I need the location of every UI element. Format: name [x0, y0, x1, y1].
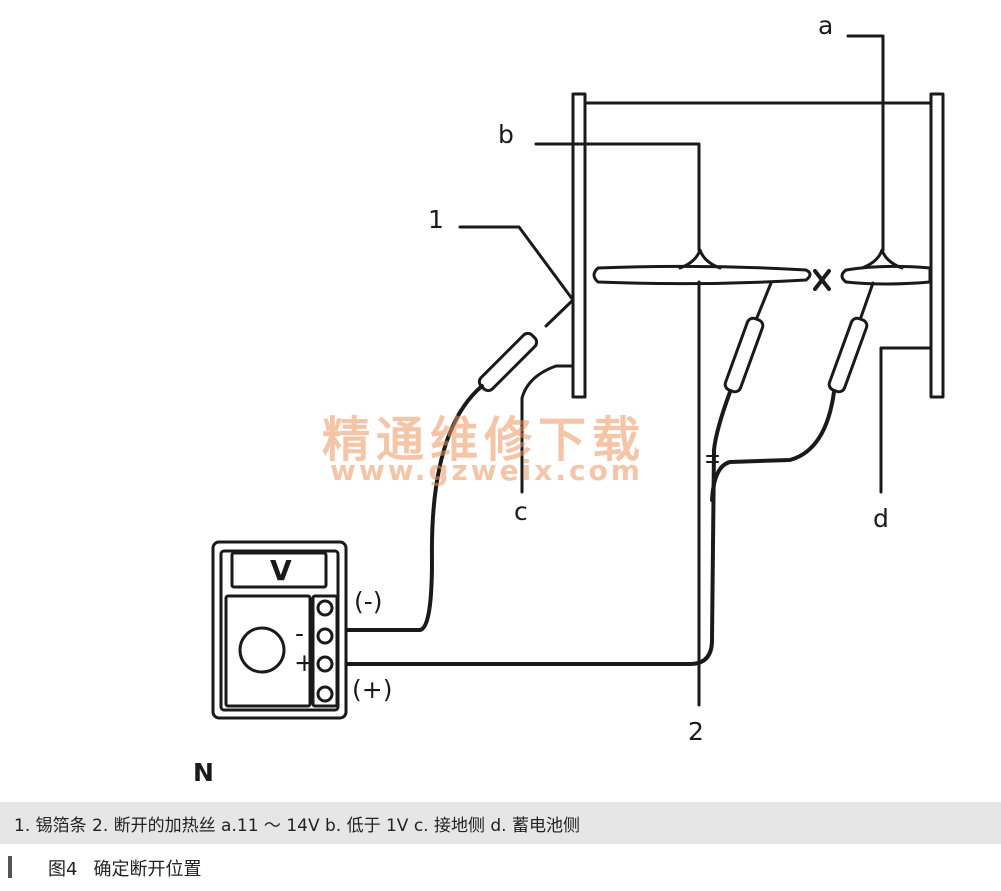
- probe-right-cable: [710, 390, 836, 502]
- probe-right-tip: [858, 281, 875, 322]
- probe-positive-cable: [331, 390, 732, 666]
- meter-dial: [238, 626, 286, 674]
- jack-negative: [316, 627, 334, 645]
- label-d: d: [873, 504, 889, 533]
- meter-plus-sign: +: [294, 648, 315, 677]
- probe-right-body: [827, 316, 869, 394]
- label-north: N: [193, 758, 214, 787]
- leader-d: [879, 346, 933, 494]
- heater-element-left: [592, 264, 812, 286]
- circuit-diagram: V - + a b 1 c d 2 (-) (+) N: [193, 11, 945, 787]
- label-a: a: [818, 11, 833, 40]
- probe-positive-tip: [754, 281, 773, 322]
- label-negative: (-): [354, 587, 383, 616]
- figure-title: 确定断开位置: [93, 859, 202, 880]
- jack-4: [316, 685, 334, 703]
- leader-c: [520, 364, 575, 494]
- watermark-url: www.gzweix.com: [330, 454, 643, 487]
- leader-b: [534, 142, 701, 252]
- watermark-title: 精通维修下载: [322, 412, 647, 468]
- leader-a: [846, 34, 885, 252]
- meter-display: [230, 551, 328, 589]
- meter-panel: [224, 594, 312, 708]
- probe-negative-cable: [331, 384, 484, 632]
- break-mark: [813, 269, 831, 291]
- figure-caption: 图4 确定断开位置: [48, 855, 201, 881]
- label-positive: (+): [352, 675, 392, 704]
- leader-1: [458, 225, 575, 302]
- meter-minus-sign: -: [295, 619, 304, 648]
- voltmeter: [211, 540, 348, 720]
- meter-unit: V: [270, 554, 292, 587]
- caption-band: [0, 802, 1001, 844]
- label-c: c: [514, 497, 528, 526]
- label-1: 1: [428, 205, 444, 234]
- label-b: b: [498, 120, 514, 149]
- figure-number: 图4: [48, 859, 78, 880]
- left-bus-bar: [571, 92, 587, 399]
- probe-negative-tip: [544, 298, 575, 328]
- heater-element-right: [840, 264, 932, 286]
- right-bus-bar: [929, 92, 945, 399]
- jack-1: [316, 599, 334, 617]
- label-2: 2: [688, 717, 704, 746]
- figure-bar: [8, 856, 12, 878]
- jack-positive: [316, 655, 334, 673]
- caption-legend: 1. 锡箔条 2. 断开的加热丝 a.11 ～ 14V b. 低于 1V c. …: [14, 816, 580, 836]
- meter-jack-strip: [311, 594, 339, 708]
- probe-positive-body: [723, 316, 765, 394]
